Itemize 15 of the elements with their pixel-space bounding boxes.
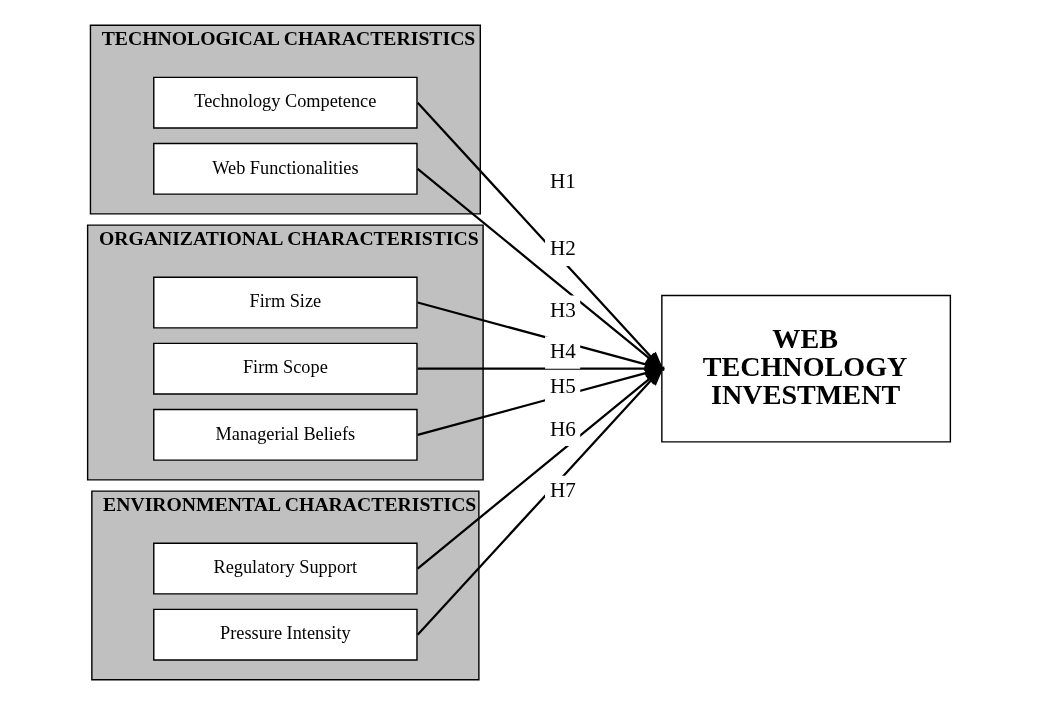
node-box: Web Functionalities — [153, 142, 418, 195]
edge-label: H6 — [549, 416, 576, 441]
edge-label: H4 — [549, 339, 576, 364]
edge-label: H2 — [549, 236, 576, 261]
node-box: Technology Competence — [153, 76, 418, 129]
node-box: Firm Scope — [153, 342, 418, 395]
edge-label: H5 — [549, 374, 576, 399]
node-box: Pressure Intensity — [153, 608, 418, 661]
edge-label: H7 — [549, 478, 576, 503]
node-box: Regulatory Support — [153, 542, 418, 595]
edge-label: H3 — [549, 298, 576, 323]
node-box: Firm Size — [153, 276, 418, 329]
edge-label: H1 — [549, 168, 576, 193]
node-box: WEB TECHNOLOGY INVESTMENT — [661, 294, 952, 443]
node-box: Managerial Beliefs — [153, 408, 418, 461]
